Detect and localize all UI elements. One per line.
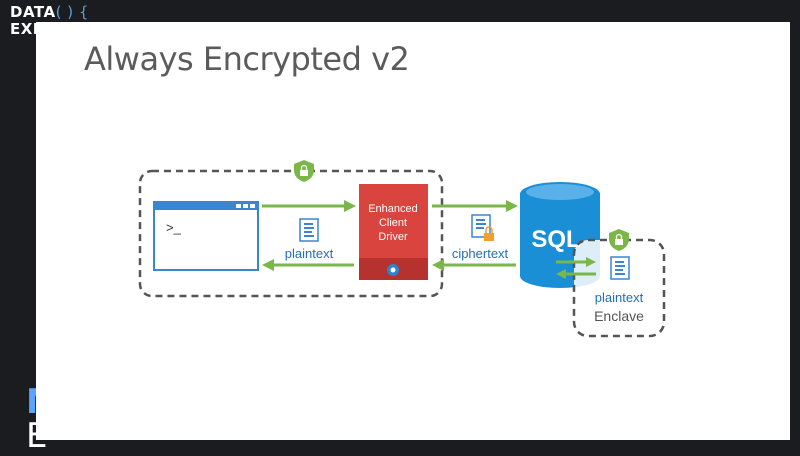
encrypted-document-icon [471,214,494,241]
sql-label: SQL [531,226,580,253]
driver-line3: Driver [378,231,408,243]
label-plaintext-client: plaintext [285,246,334,261]
terminal-prompt: >_ [166,220,182,235]
shield-lock-icon [294,160,314,182]
arrow-head-right-sql [506,200,518,212]
application-window-icon [153,201,259,271]
arrow-head-left-driver [432,259,444,271]
slide: Always Encrypted v2 >_ [36,22,790,440]
driver-gear-icon [387,264,399,276]
driver-line1: Enhanced [368,203,418,215]
label-ciphertext: ciphertext [452,246,509,261]
enclave-label: Enclave [594,308,644,324]
logo-line1: DATA [10,3,56,21]
label-plaintext-enclave: plaintext [595,290,644,305]
logo-brackets: ( ) { [55,3,89,21]
slide-title: Always Encrypted v2 [84,40,410,78]
document-icon [299,218,319,242]
arrow-head-right [344,200,356,212]
arrow-head-left [262,259,274,271]
client-boundary [138,169,444,298]
enclave-document-icon [610,256,630,280]
architecture-diagram: >_ plaintext Enhanced Client Driver [138,160,666,338]
driver-line2: Client [379,217,407,229]
enclave-shield-lock-icon [609,229,629,251]
